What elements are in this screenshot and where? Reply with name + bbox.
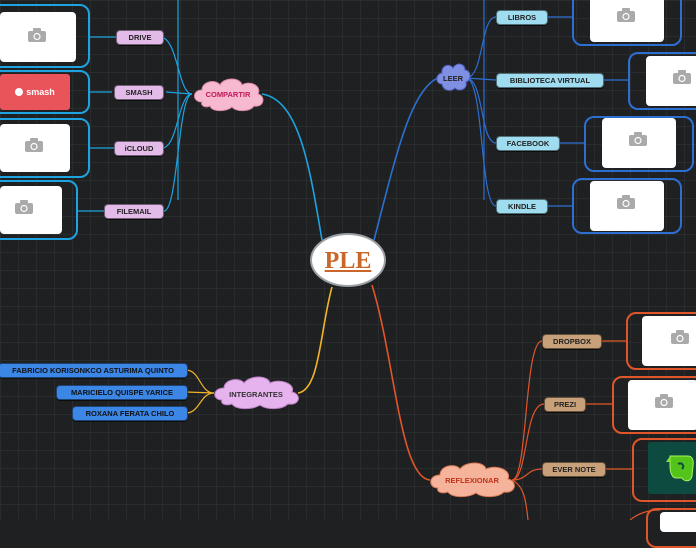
node-biblioteca-virtual[interactable]: BIBLIOTECA VIRTUAL xyxy=(496,73,604,88)
cloud-integrantes[interactable] xyxy=(210,374,302,410)
image-facebook[interactable] xyxy=(602,118,676,168)
node-ever-note[interactable]: EVER NOTE xyxy=(542,462,606,477)
cloud-reflexionar[interactable] xyxy=(426,460,518,498)
image-frame-smash xyxy=(0,70,90,114)
image-frame-facebook xyxy=(584,116,694,172)
node-dropbox[interactable]: DROPBOX xyxy=(542,334,602,349)
image-frame-icloud xyxy=(0,118,90,178)
image-kindle[interactable] xyxy=(590,181,664,231)
image-biblioteca[interactable] xyxy=(646,56,696,106)
connector-lines xyxy=(78,0,661,520)
image-partial[interactable] xyxy=(660,512,696,532)
node-drive[interactable]: DRIVE xyxy=(116,30,164,45)
image-icloud[interactable] xyxy=(0,124,70,172)
image-frame-kindle xyxy=(572,178,682,234)
image-filemail[interactable] xyxy=(0,186,62,234)
camera-icon xyxy=(629,132,647,146)
camera-icon xyxy=(25,138,43,152)
cloud-reflexionar-label: REFLEXIONAR xyxy=(445,476,499,485)
cloud-compartir-label: COMPARTIR xyxy=(205,90,251,99)
image-dropbox[interactable] xyxy=(642,316,696,366)
node-prezi[interactable]: PREZI xyxy=(544,397,586,412)
smash-logo-icon[interactable]: smash xyxy=(0,74,70,110)
node-integrante-2[interactable]: MARICIELO QUISPE YARICE xyxy=(56,385,188,400)
camera-icon xyxy=(15,200,33,214)
node-libros[interactable]: LIBROS xyxy=(496,10,548,25)
image-frame-biblioteca xyxy=(628,52,696,110)
node-filemail[interactable]: FILEMAIL xyxy=(104,204,164,219)
node-integrante-1[interactable]: FABRICIO KORISONKCO ASTURIMA QUINTO xyxy=(0,363,188,378)
cloud-leer-label: LEER xyxy=(442,74,463,83)
central-topic-ple[interactable]: PLE xyxy=(310,233,386,287)
cloud-compartir[interactable] xyxy=(190,76,266,112)
smash-logo-text: smash xyxy=(26,87,55,97)
cloud-leer[interactable] xyxy=(434,60,472,94)
cloud-integrantes-label: INTEGRANTES xyxy=(229,390,283,399)
node-smash[interactable]: SMASH xyxy=(114,85,164,100)
node-integrante-3[interactable]: ROXANA FERATA CHILO xyxy=(72,406,188,421)
node-icloud[interactable]: iCLOUD xyxy=(114,141,164,156)
image-frame-prezi xyxy=(612,376,696,434)
camera-icon xyxy=(655,394,673,408)
image-libros[interactable] xyxy=(590,0,664,42)
image-frame-filemail xyxy=(0,180,78,240)
camera-icon xyxy=(673,70,691,84)
node-facebook[interactable]: FACEBOOK xyxy=(496,136,560,151)
node-kindle[interactable]: KINDLE xyxy=(496,199,548,214)
camera-icon xyxy=(617,8,635,22)
camera-icon xyxy=(671,330,689,344)
camera-icon xyxy=(617,195,635,209)
evernote-logo-icon[interactable] xyxy=(648,442,696,494)
camera-icon xyxy=(28,28,46,42)
image-frame-libros xyxy=(572,0,682,46)
image-frame-dropbox xyxy=(626,312,696,370)
image-drive[interactable] xyxy=(0,12,76,62)
image-frame-drive xyxy=(0,4,90,68)
image-frame-evernote xyxy=(632,438,696,502)
image-prezi[interactable] xyxy=(628,380,696,430)
